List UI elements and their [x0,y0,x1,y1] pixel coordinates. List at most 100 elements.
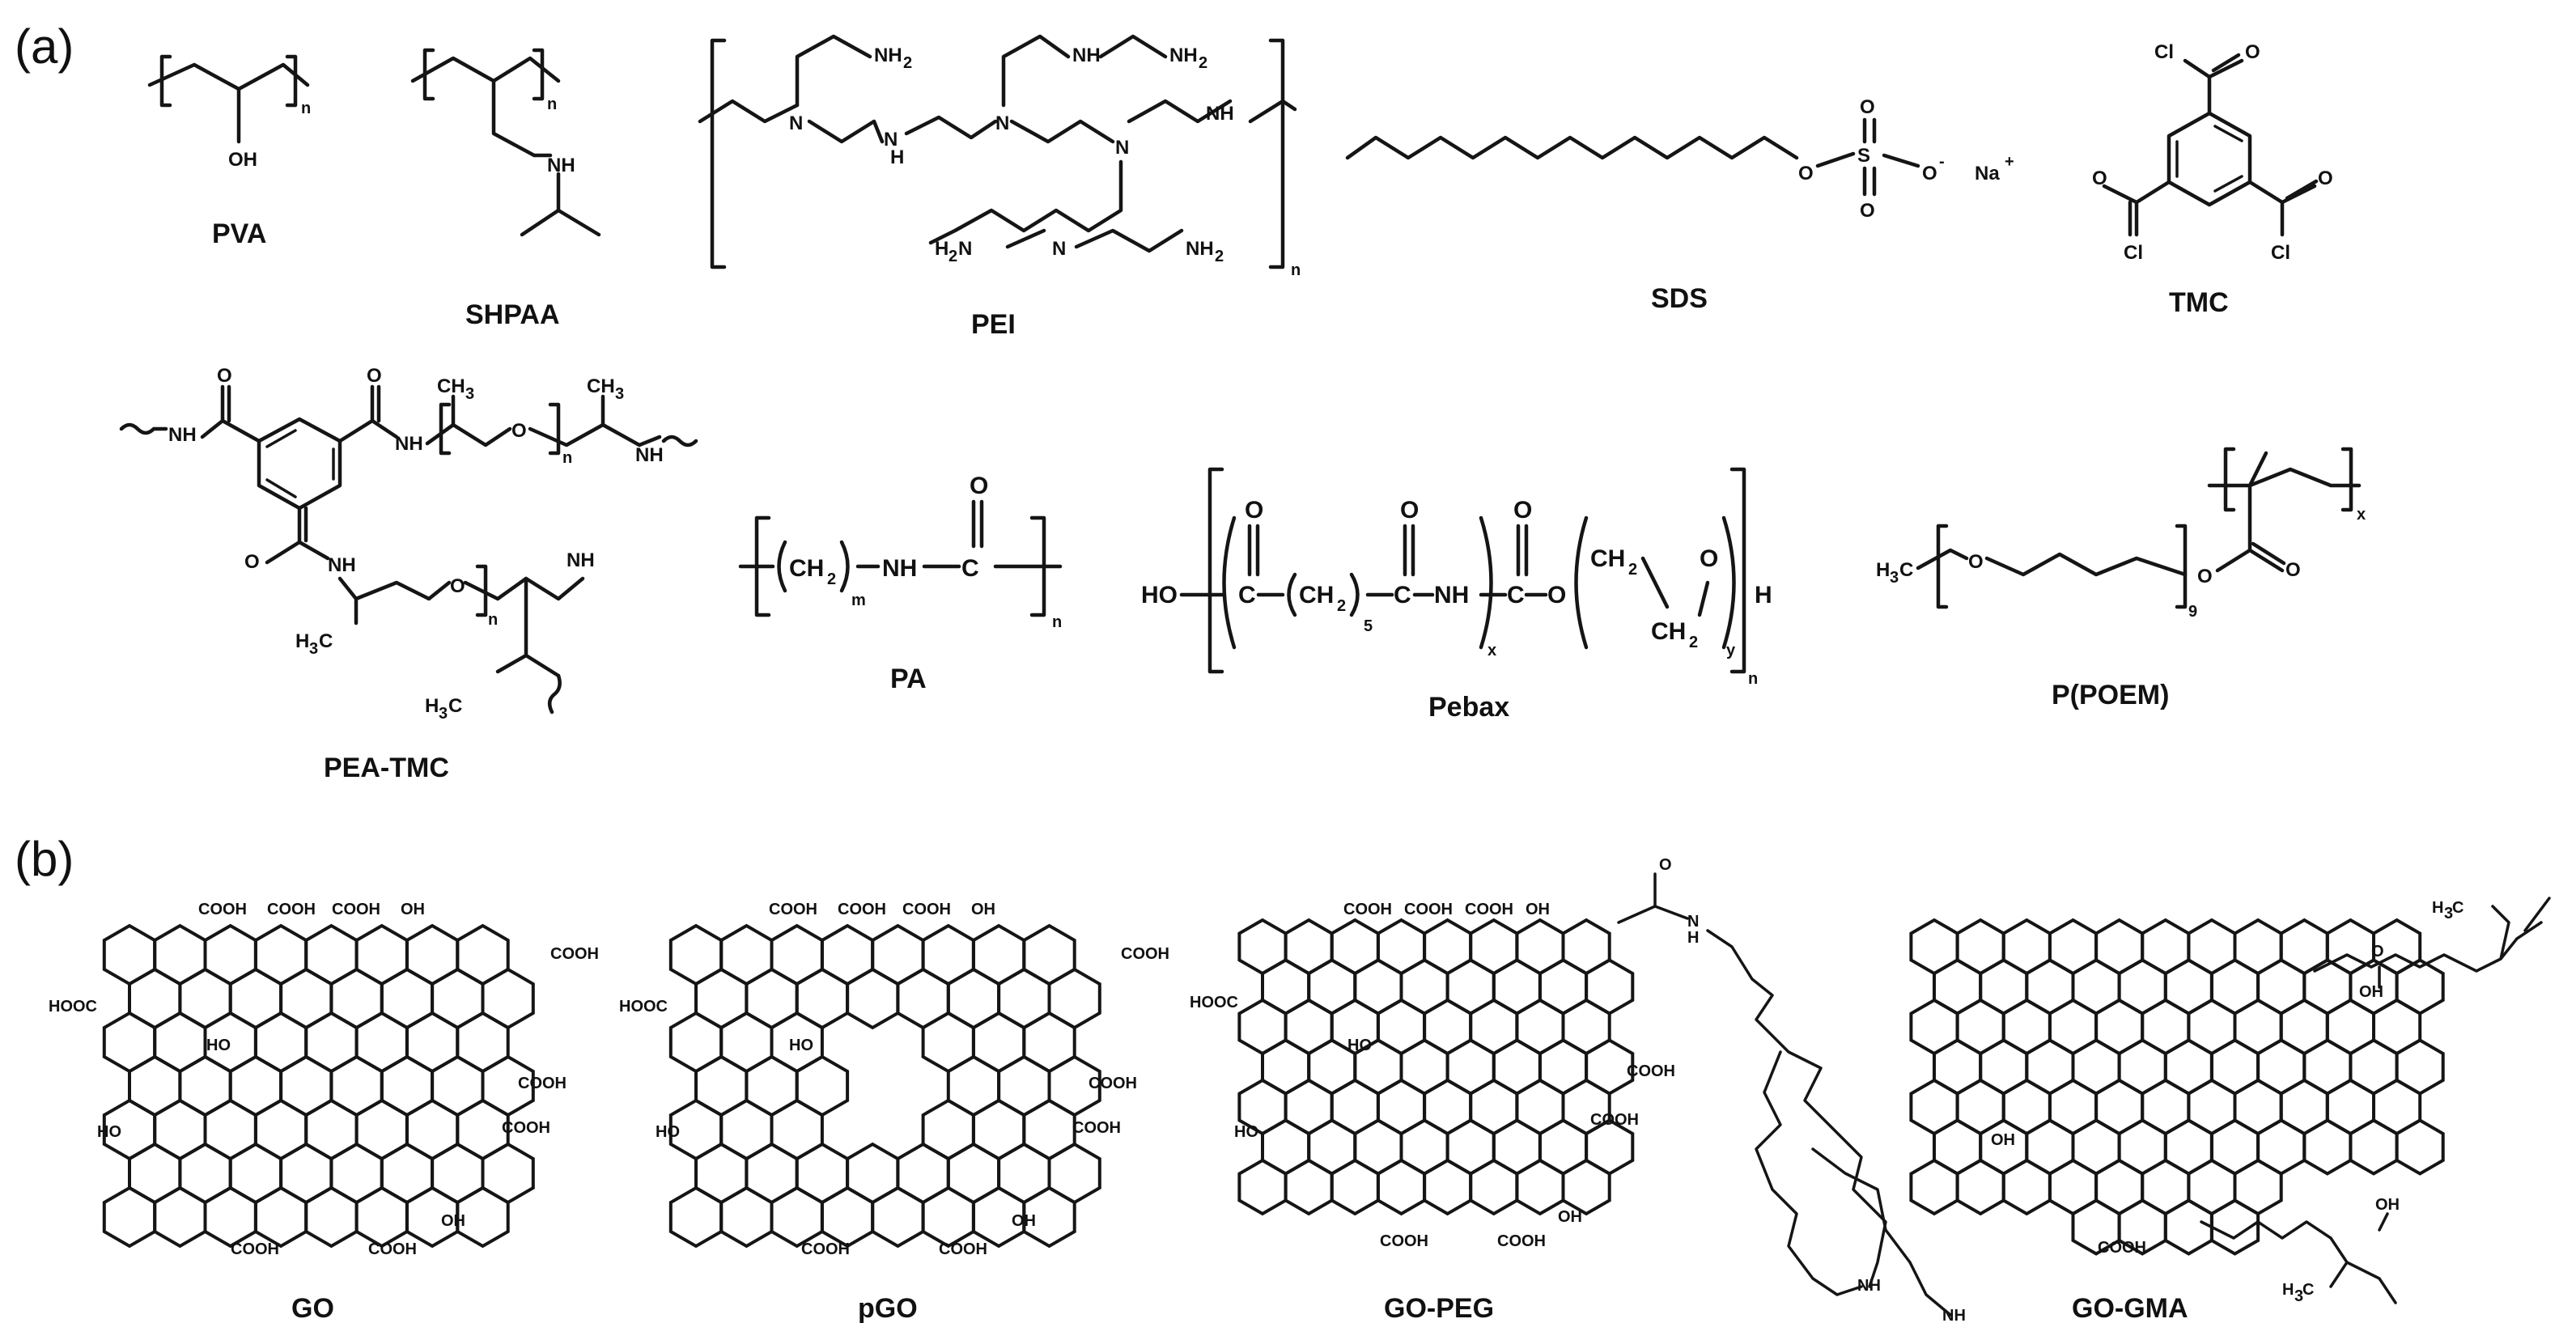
pei-h-1: H [890,146,904,168]
ring [1469,1158,1519,1216]
go-groups: COOH COOH COOH OH COOH HOOC HO COOH HO C… [49,901,599,1258]
gogma-h2c-top: H [2432,899,2443,917]
pgo-cooh-7: COOH [801,1240,850,1258]
go-peg-structure [1237,918,1635,1216]
panel-label-a: (a) [15,19,74,74]
pgo-cooh-6: COOH [1072,1119,1121,1137]
pgo-ho-1: HO [789,1037,813,1054]
pa-c: C [961,555,979,582]
pebax-ch2-3-sub: 2 [1689,634,1698,651]
sds-o2: O [1860,96,1875,118]
pebax-structure: HO C O CH 2 5 C O NH x C O O CH 2 CH 2 O… [1141,467,1772,688]
pebax-o2: O [1400,497,1419,524]
tmc-o3: O [2318,168,2333,189]
pea-n2: n [488,611,498,629]
pebax-o5: O [1700,545,1718,572]
ring [1561,1158,1611,1216]
pea-h3c-1-sub: 3 [309,640,318,658]
ring [1376,1158,1427,1216]
pea-tmc-structure: NH O O NH CH 3 O n CH 3 NH O NH H 3 C O [119,365,698,723]
ring [304,1185,359,1249]
pei-n4: N [1052,238,1066,260]
ppoem-h3c-c: C [1899,559,1913,581]
gogma-cooh: COOH [2098,1239,2146,1257]
pebax-c1: C [1238,582,1256,609]
label-pea-tmc: PEA-TMC [324,753,449,783]
pgo-groups: COOH COOH COOH OH COOH HOOC HO COOH HO C… [619,901,1169,1258]
pea-h3c-2-sub: 3 [439,705,448,723]
pea-o3: O [511,420,527,442]
pea-nh5: NH [567,549,595,571]
label-pebax: Pebax [1428,692,1509,723]
shpaa-nh: NH [547,155,575,176]
pebax-o4: O [1547,582,1566,609]
ring [2395,1118,2445,1176]
pa-ch-sub: 2 [827,570,836,588]
label-pa: PA [890,664,927,694]
pebax-ch2-1-sub: 2 [1337,597,1346,615]
gogma-oh-bottom: OH [2375,1196,2400,1214]
gopeg-cooh-2: COOH [1404,901,1453,918]
pea-n1: n [562,449,572,467]
gopeg-oh-1: OH [1526,901,1550,918]
label-shpaa: SHPAA [465,299,560,330]
gopeg-cooh-7: COOH [1497,1232,1546,1250]
ring [2001,1158,2052,1216]
sds-plus: + [2005,153,2014,171]
ring [1955,1158,2005,1216]
sds-minus: - [1939,153,1945,171]
pebax-c2: C [1394,582,1411,609]
pgo-cooh-8: COOH [939,1240,987,1258]
ring [1237,1158,1288,1216]
pea-nh2: NH [395,433,423,455]
pei-n: n [1291,261,1301,279]
ring [354,1185,409,1249]
ring [921,1185,975,1249]
sds-o3: O [1860,200,1875,222]
go-cooh-4: COOH [550,945,599,963]
pa-structure: CH 2 m NH C O n [738,473,1063,631]
gogma-c-bot: C [2302,1281,2314,1299]
pa-ch: CH [789,555,824,582]
go-oh-2: OH [441,1212,465,1230]
ppoem-h3c: H [1876,559,1890,581]
pea-o4: O [244,551,260,573]
gogma-h3c-bot-sub: 3 [2294,1287,2303,1305]
pa-o: O [970,473,988,499]
go-peg-chains [1617,872,1952,1317]
pgo-structure [668,923,1101,1249]
pea-nh3: NH [635,444,664,466]
go-cooh-6: COOH [502,1119,550,1137]
pei-nh-2: NH [1072,45,1101,66]
ring [2349,1118,2399,1176]
pea-h3c-1: H [295,630,309,652]
pebax-ch2-1: CH [1299,582,1334,609]
label-pei: PEI [971,309,1016,340]
go-hooc: HOOC [49,998,97,1016]
gopeg-hooc: HOOC [1190,994,1238,1011]
pa-nh: NH [882,555,917,582]
label-go-gma: GO-GMA [2072,1293,2188,1324]
ring [253,1185,308,1249]
pei-h2n-1b: N [958,238,972,260]
gopeg-cooh-4: COOH [1627,1062,1675,1080]
pei-nh2-2: NH [1169,45,1198,66]
ring [1909,1158,1959,1216]
ring [203,1185,257,1249]
ring [2302,1118,2353,1176]
ring [1423,1158,1473,1216]
go-ho-2: HO [97,1123,121,1141]
shpaa-n: n [547,95,557,113]
pea-o5: O [450,575,465,597]
panel-label-b: (b) [15,832,74,886]
label-pgo: pGO [858,1293,918,1324]
pebax-o3: O [1513,497,1532,524]
pgo-hooc: HOOC [619,998,668,1016]
go-cooh-8: COOH [368,1240,417,1258]
go-gma-groups: H 3 C O OH OH COOH OH H 3 C [1991,899,2464,1305]
go-gma-chains [2200,897,2551,1304]
go-cooh-1: COOH [198,901,247,918]
pebax-y: y [1726,642,1736,659]
label-pva: PVA [212,218,266,249]
